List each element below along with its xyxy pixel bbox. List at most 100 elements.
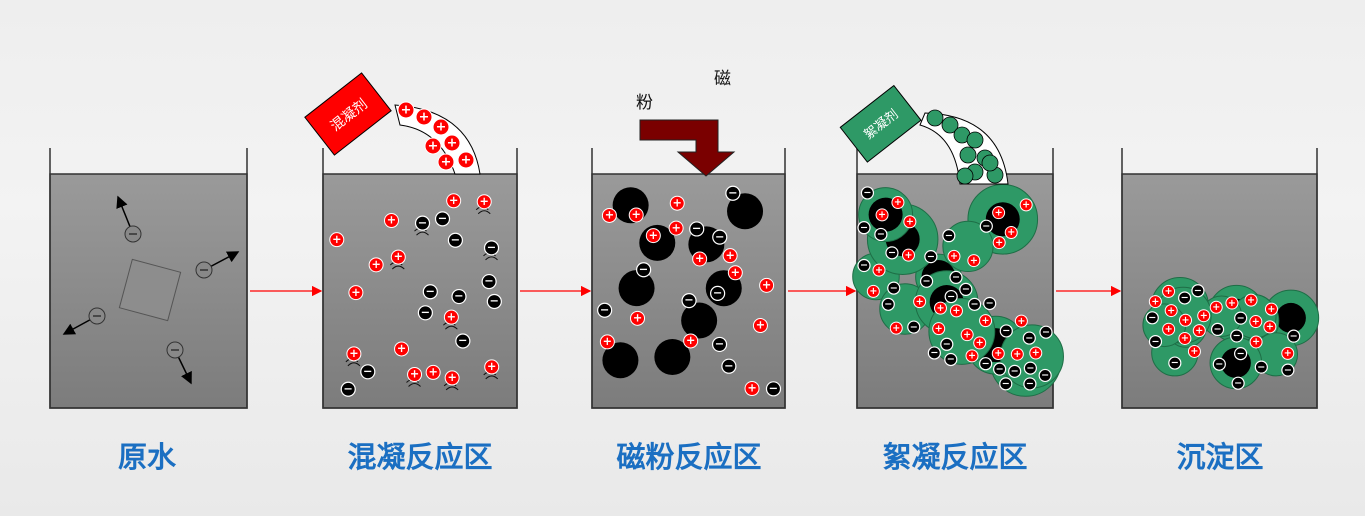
- positive-ion: +: [872, 263, 886, 277]
- ion-sign: −: [996, 364, 1004, 375]
- ion-sign: −: [1026, 379, 1034, 390]
- positive-ion: +: [437, 153, 455, 171]
- ion-circle: [451, 288, 467, 305]
- ion-circle: [455, 333, 471, 349]
- ion-sign: +: [695, 252, 704, 265]
- ion-circle: [636, 262, 652, 278]
- ion-sign: −: [490, 295, 499, 308]
- ion-circle: [1038, 368, 1052, 383]
- negative-ion: −: [1230, 329, 1244, 343]
- positive-ion: +: [346, 346, 362, 362]
- ion-circle: [340, 381, 356, 397]
- positive-ion: +: [1209, 300, 1223, 314]
- positive-ion: +: [443, 309, 459, 325]
- ion-sign: +: [762, 279, 771, 292]
- flocculant-box-body: [839, 84, 922, 163]
- ions: +++++++−−−++++++++−+−−−−−+−++−−++++−−+++…: [329, 101, 1301, 397]
- ion-sign: +: [1195, 325, 1203, 336]
- ion-sign: −: [860, 260, 868, 271]
- negative-ion: −: [1287, 329, 1301, 343]
- ion-sign: +: [351, 286, 360, 299]
- ion-circle: [1197, 309, 1211, 323]
- ion-circle: [1234, 311, 1248, 325]
- negative-ion: −: [689, 221, 705, 237]
- floc-particle: [959, 146, 977, 164]
- ion-sign: +: [1252, 316, 1260, 327]
- ion-sign: −: [1171, 358, 1179, 369]
- ion-sign: −: [962, 284, 970, 295]
- negative-ion: −: [422, 284, 438, 300]
- ion-sign: +: [725, 249, 734, 262]
- magnetic-powder-particle: [602, 342, 639, 379]
- ion-sign: +: [419, 110, 430, 125]
- ion-sign: −: [863, 188, 871, 199]
- ion-circle: [1010, 347, 1024, 361]
- ion-sign: −: [943, 339, 951, 350]
- ion-sign: +: [371, 258, 380, 271]
- tank-wall: [1121, 148, 1318, 409]
- ion-circle: [1178, 313, 1192, 327]
- ion-sign: +: [1017, 316, 1025, 327]
- ion-sign: +: [428, 366, 437, 379]
- ion-sign: −: [1194, 285, 1202, 296]
- negative-ion: −: [481, 273, 497, 290]
- ion-sign: +: [686, 334, 695, 347]
- ion-circle: [1164, 304, 1178, 318]
- ion-circle: [432, 118, 450, 136]
- negative-ion: −: [1254, 360, 1268, 374]
- magnetic-powder-particle: [681, 302, 718, 339]
- ion-circle: [949, 270, 963, 284]
- ion-circle: [1162, 284, 1176, 298]
- ion-circle: [913, 295, 927, 309]
- ion-sign: −: [952, 272, 960, 283]
- positive-ion: +: [1019, 198, 1033, 212]
- ion-circle: [965, 349, 979, 363]
- ion-sign: +: [428, 139, 439, 154]
- negative-ion: −: [1022, 331, 1036, 345]
- ion-circle: [1162, 322, 1176, 336]
- negative-ion: −: [881, 297, 895, 311]
- ion-sign: −: [1234, 378, 1242, 389]
- ion-circle: [903, 215, 917, 229]
- ion-sign: +: [1212, 302, 1220, 313]
- positive-ion: +: [992, 236, 1006, 250]
- ion-sign: +: [904, 250, 912, 261]
- floc-particle: [956, 167, 974, 185]
- negative-ion: −: [1234, 311, 1248, 325]
- ion-sign: +: [1200, 310, 1208, 321]
- positive-ion: +: [913, 295, 927, 309]
- negative-ion: −: [993, 362, 1007, 376]
- ion-sign: +: [976, 338, 984, 349]
- positive-ion: +: [1178, 331, 1192, 345]
- positive-ion: +: [891, 195, 905, 209]
- ion-sign: −: [1042, 327, 1050, 338]
- dispersing-charge: [166, 341, 192, 385]
- ion-circle: [1178, 291, 1192, 305]
- ion-sign: −: [451, 233, 460, 246]
- positive-ion: +: [875, 208, 889, 222]
- ion-circle: [1264, 302, 1278, 316]
- magnetic-powder-arrow: [639, 119, 736, 177]
- negative-ion: −: [434, 211, 451, 227]
- ion-sign: −: [982, 221, 990, 232]
- negative-ion: −: [712, 229, 728, 245]
- ion-circle: [979, 219, 993, 233]
- ion-circle: [1281, 363, 1295, 377]
- ion-circle: [752, 318, 768, 334]
- ion-sign: +: [916, 296, 924, 307]
- positive-ion: +: [722, 248, 738, 264]
- ion-sign: −: [1214, 324, 1222, 335]
- negative-ion: −: [860, 186, 875, 200]
- ion-circle: [1029, 346, 1043, 360]
- positive-ion: +: [973, 336, 987, 350]
- negative-ion: −: [1231, 376, 1245, 390]
- negative-ion: −: [417, 305, 433, 321]
- ion-circle: [446, 193, 462, 209]
- ion-circle: [457, 151, 475, 169]
- ion-sign: −: [971, 299, 979, 310]
- ion-circle: [940, 337, 954, 351]
- ion-circle: [1148, 334, 1163, 349]
- ion-circle: [960, 328, 974, 342]
- ion-circle: [927, 346, 941, 360]
- ion-sign: +: [1228, 298, 1236, 309]
